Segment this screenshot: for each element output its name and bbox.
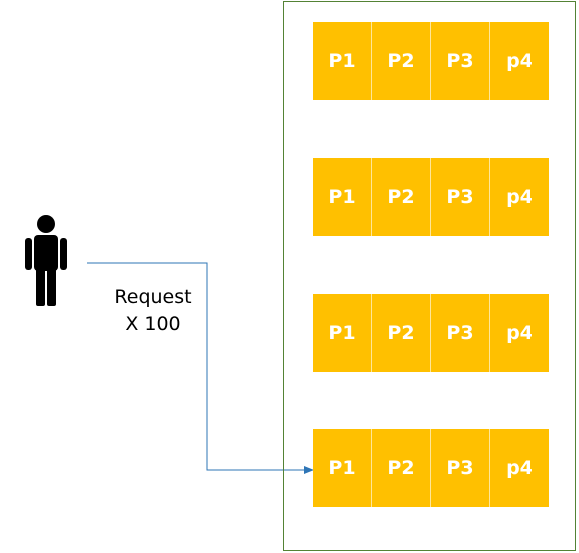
partition-cell: P3 xyxy=(431,429,490,507)
partition-row: P1 P2 P3 p4 xyxy=(313,22,549,100)
partition-cell: p4 xyxy=(490,294,549,372)
partition-cell: p4 xyxy=(490,429,549,507)
partition-cell: P2 xyxy=(372,429,431,507)
partition-cell: P1 xyxy=(313,22,372,100)
partition-cell: P2 xyxy=(372,158,431,236)
partition-cell: P1 xyxy=(313,294,372,372)
request-label-line2: X 100 xyxy=(125,313,181,335)
partition-cell: P3 xyxy=(431,158,490,236)
request-label: Request X 100 xyxy=(100,284,206,338)
partition-row: P1 P2 P3 p4 xyxy=(313,429,549,507)
person-icon xyxy=(25,215,67,306)
partition-cell: P3 xyxy=(431,294,490,372)
server-container-box xyxy=(283,1,576,551)
partition-row: P1 P2 P3 p4 xyxy=(313,158,549,236)
partition-cell: P3 xyxy=(431,22,490,100)
partition-cell: p4 xyxy=(490,158,549,236)
partition-cell: P1 xyxy=(313,429,372,507)
partition-cell: P2 xyxy=(372,22,431,100)
partition-cell: P2 xyxy=(372,294,431,372)
partition-cell: p4 xyxy=(490,22,549,100)
request-label-line1: Request xyxy=(114,286,192,308)
partition-cell: P1 xyxy=(313,158,372,236)
request-connector-arrow xyxy=(87,262,314,474)
partition-row: P1 P2 P3 p4 xyxy=(313,294,549,372)
